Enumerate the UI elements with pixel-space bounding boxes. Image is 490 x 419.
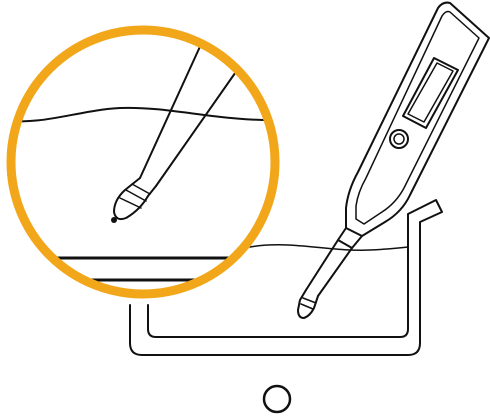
magnified-liquid-surface: [11, 106, 275, 123]
answer-option-circle[interactable]: [262, 384, 292, 414]
thermometer-display: [402, 57, 459, 129]
thermometer-probe-tip: [297, 289, 319, 319]
thermometer-collar: [337, 227, 363, 249]
thermometer-body: [345, 1, 490, 237]
digital-thermometer: [297, 1, 490, 319]
thermometer-body-inner: [355, 10, 480, 225]
thermometer-display-inner: [407, 62, 454, 123]
pan: [129, 199, 443, 356]
thermometer-power-button: [389, 129, 409, 149]
magnified-probe-shaft: [139, 39, 241, 187]
liquid-surface: [249, 244, 409, 251]
thermometer-probe-shaft: [305, 239, 353, 297]
magnifier-ring: [6, 25, 280, 299]
magnified-probe-tip: [113, 177, 157, 221]
pan-outer-wall: [129, 199, 443, 356]
magnifier: [6, 25, 280, 299]
